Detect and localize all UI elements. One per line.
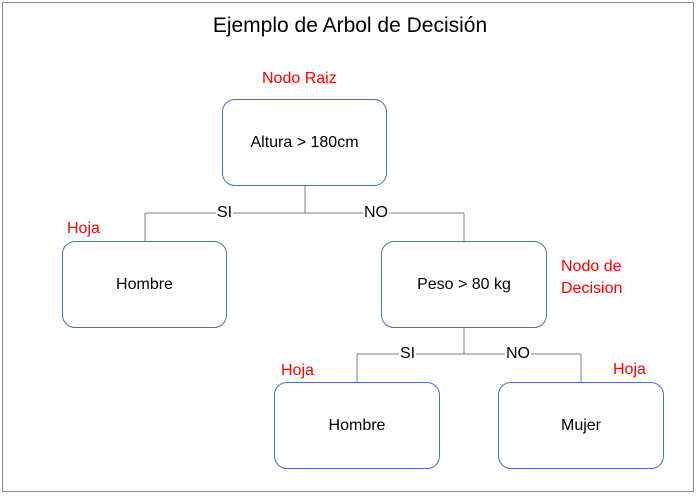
bottom-right-leaf-label: Mujer — [560, 416, 601, 434]
bottom-left-leaf-label: Hombre — [328, 416, 386, 434]
left-leaf-node: Hombre — [62, 241, 227, 328]
bottom-left-leaf-annotation: Hoja — [281, 362, 314, 379]
bottom-left-leaf-node: Hombre — [274, 382, 440, 469]
edge-label-decision-yes: SI — [399, 345, 417, 362]
edge-label-root-no: NO — [363, 204, 389, 221]
decision-node: Peso > 80 kg — [381, 241, 547, 328]
edge-label-root-yes: SI — [216, 204, 234, 221]
diagram-frame — [2, 2, 694, 492]
root-node: Altura > 180cm — [222, 99, 387, 186]
decision-node-label: Peso > 80 kg — [417, 275, 511, 293]
left-leaf-label: Hombre — [116, 275, 173, 293]
edge-label-decision-no: NO — [505, 345, 531, 362]
decision-node-annotation: Nodo de Decision — [561, 256, 622, 299]
root-node-label: Altura > 180cm — [250, 133, 359, 151]
root-node-annotation: Nodo Raiz — [262, 70, 337, 87]
bottom-right-leaf-node: Mujer — [498, 382, 664, 469]
bottom-right-leaf-annotation: Hoja — [613, 361, 646, 378]
decision-annotation-line2: Decision — [561, 279, 623, 297]
diagram-title: Ejemplo de Arbol de Decisión — [212, 14, 488, 37]
left-leaf-annotation: Hoja — [67, 220, 100, 237]
decision-annotation-line1: Nodo de — [561, 258, 622, 275]
